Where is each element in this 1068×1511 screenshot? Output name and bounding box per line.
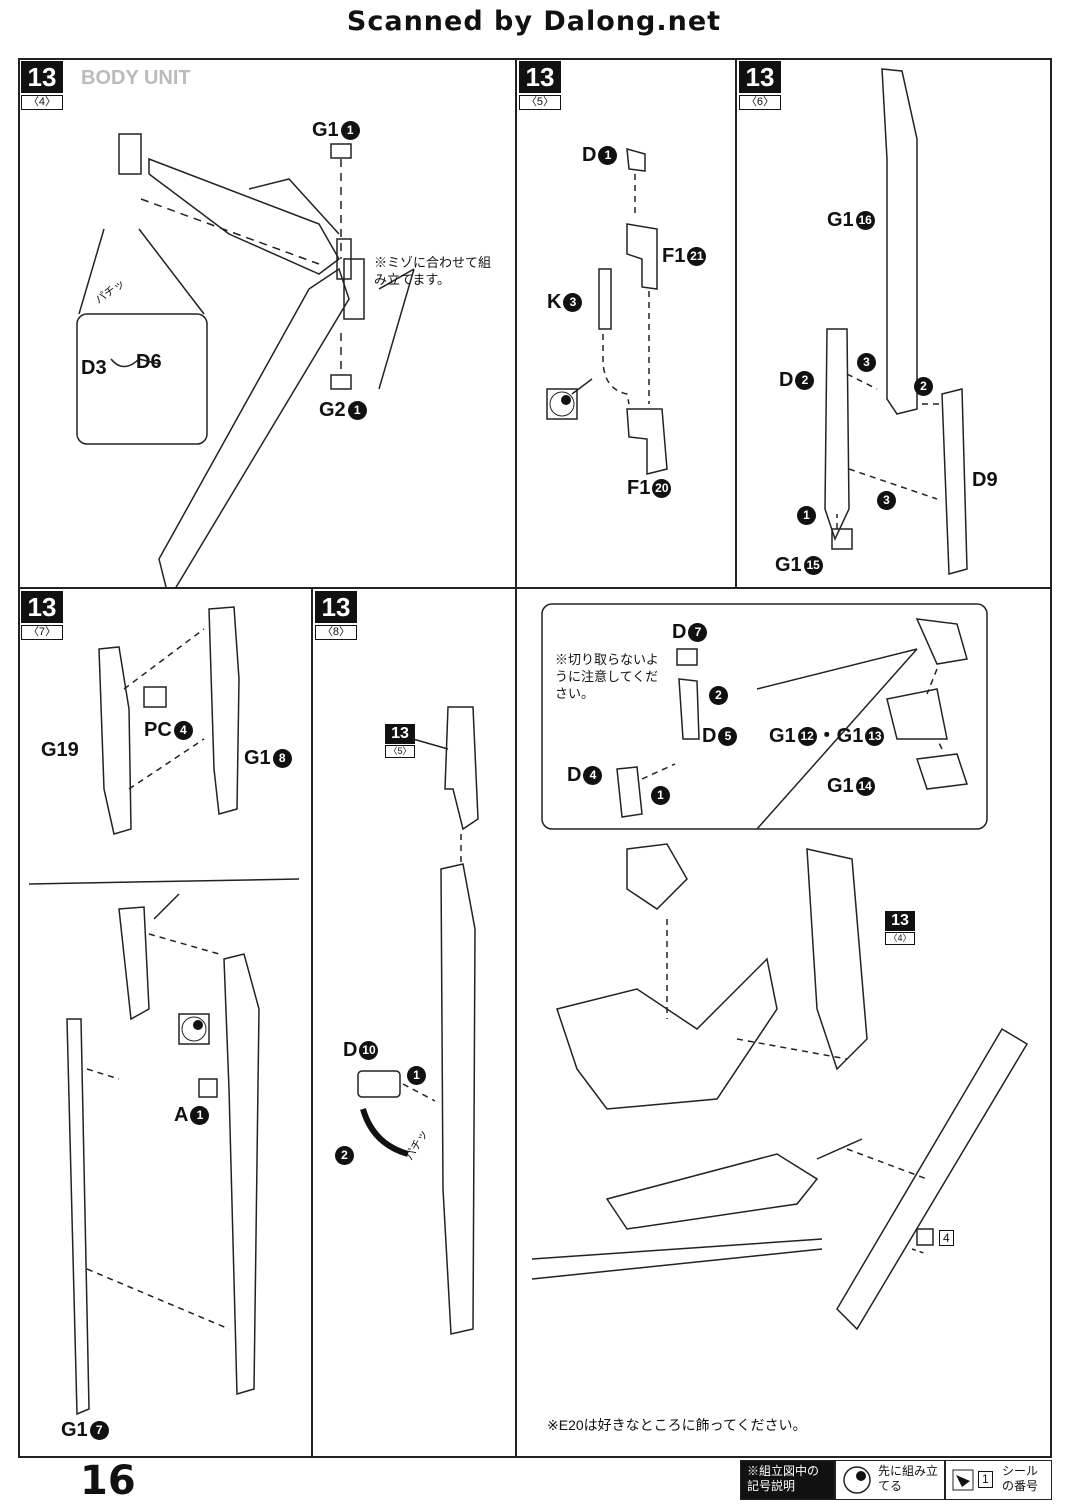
page-number: 16	[80, 1458, 136, 1504]
assemble-first-icon	[843, 1466, 871, 1494]
final-assembly-drawing	[531, 603, 1029, 1331]
sticker-number-sample: 1	[978, 1471, 993, 1488]
label-d6: D6	[136, 351, 162, 373]
ref-step-13-4: 13〈4〉	[885, 911, 915, 945]
sticker-number: 4	[939, 1230, 954, 1246]
barrel-attach-drawing	[357, 706, 479, 1335]
groove-note: ※ミゾに合わせて組み立てます。	[374, 255, 492, 287]
arrow-step-1: 1	[405, 1064, 426, 1087]
legend-assemble-first: 先に組み立てる	[835, 1460, 945, 1500]
arrow-step-1: 1	[795, 504, 816, 527]
step-badge: 13〈6〉	[739, 61, 781, 110]
label-g1-9: G19	[41, 739, 79, 761]
arrow-step-2: 2	[333, 1144, 354, 1167]
step-badge: 13〈7〉	[21, 591, 63, 640]
arrow-step-1: 1	[649, 784, 670, 807]
label-d3: D3	[81, 357, 107, 379]
arrow-step-3a: 3	[855, 351, 876, 374]
ref-step-13-5: 13〈5〉	[385, 724, 415, 758]
decoration-note: ※E20は好きなところに飾ってください。	[547, 1417, 807, 1433]
arrow-step-2: 2	[707, 684, 728, 707]
step-badge: 13〈8〉	[315, 591, 357, 640]
arrow-step-2: 2	[912, 375, 933, 398]
sticker-icon	[952, 1469, 974, 1491]
label-d9: D9	[972, 469, 998, 491]
background-title: BODY UNIT	[81, 67, 191, 89]
legend-title: ※組立図中の記号説明	[740, 1460, 835, 1500]
step-badge: 13〈4〉	[21, 61, 63, 110]
cut-caution-note: ※切り取らないように注意してください。	[555, 652, 659, 701]
frame-assembly-drawing	[28, 606, 300, 1416]
cannon-frame-drawing	[824, 68, 968, 575]
step-badge: 13〈5〉	[519, 61, 561, 110]
scan-credit: Scanned by Dalong.net	[346, 6, 722, 37]
wing-assembly-drawing	[76, 133, 415, 587]
arrow-step-3b: 3	[875, 489, 896, 512]
legend-sticker: 1 シールの番号	[945, 1460, 1052, 1500]
barrel-assembly-drawing	[546, 147, 668, 475]
